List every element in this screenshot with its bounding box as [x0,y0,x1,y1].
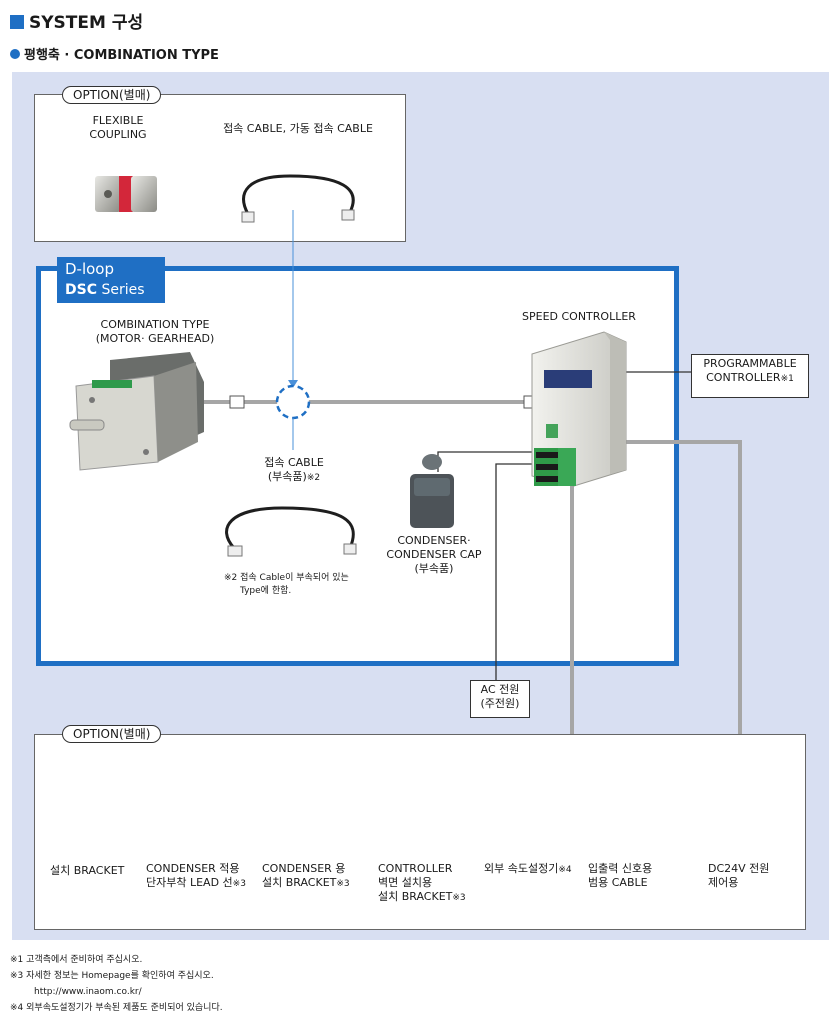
option-item-label: CONDENSER 적용 [146,862,240,875]
option-item-bracket: 설치 BRACKET [50,864,124,878]
badge-brand: DSC [65,282,97,298]
accessory-cable-line1: 접속 CABLE [264,456,324,469]
page-title-text: SYSTEM 구성 [29,13,144,33]
bullet-dot-icon [10,49,20,59]
option-item-label: CONDENSER 용 [262,862,346,875]
option-item-label: CONTROLLER [378,862,453,875]
option-item-label: 설치 BRACKET [262,876,337,889]
title-square-icon [10,15,24,29]
condenser-line3: (부속품) [414,562,454,575]
condenser-line2: CONDENSER CAP [386,548,482,561]
footnote-3: ※3 자세한 정보는 Homepage를 확인하여 주십시오. [10,971,214,981]
option-item-label: 설치 BRACKET [50,864,125,877]
condenser-line [437,451,532,472]
cable-note-line2: Type에 한함. [240,586,292,596]
condenser-label: CONDENSER·CONDENSER CAP(부속품) [364,534,504,576]
flexible-coupling-label-line2: COUPLING [89,128,147,141]
option-item-label: DC24V 전원 [708,862,770,875]
accessory-cable-label: 접속 CABLE(부속품)※2 [246,456,342,485]
option-item-mark: ※3 [232,879,246,889]
arrow-down-icon [288,380,298,388]
plc-line2: CONTROLLER [706,371,781,384]
option-item-label: 입출력 신호용 [588,862,653,875]
combination-label-line1: COMBINATION TYPE [100,318,210,331]
option-bottom-tag: OPTION(별매) [62,725,162,743]
option-item-label: 벽면 설치용 [378,876,433,889]
motor-connector-icon [229,395,245,409]
combination-type-label: COMBINATION TYPE(MOTOR· GEARHEAD) [70,318,240,346]
connection-cable-label: 접속 CABLE, 가동 접속 CABLE [223,122,373,135]
flexible-coupling-image [95,176,157,212]
option-item-label: 범용 CABLE [588,876,648,889]
page-subtitle-text: 평행축 · COMBINATION TYPE [24,48,219,63]
footnote-url: http://www.inaom.co.kr/ [34,987,142,997]
motor-image [69,352,204,471]
top-cable-image [242,174,355,215]
flexible-coupling-label-line1: FLEXIBLE [92,114,144,127]
ac-power-line2: (주전원) [480,697,520,710]
option-item-label: 단자부착 LEAD 선 [146,876,233,889]
footnotes: ※1 고객측에서 준비하여 주십시오. ※3 자세한 정보는 Homepage를… [10,952,223,1016]
cable-note-line1: ※2 접속 Cable이 부속되어 있는 [224,573,349,583]
dc24v-wire [620,440,742,790]
ac-power-line [495,463,532,680]
option-item-mark: ※3 [452,893,466,903]
connection-point-circle [275,384,311,420]
accessory-cable-image [225,506,355,550]
option-item-label: 제어용 [708,876,739,889]
accessory-cable-line2: (부속품) [267,470,307,483]
badge-series: Series [101,282,145,298]
combination-label-line2: (MOTOR· GEARHEAD) [95,332,215,345]
controller-connector-icon [523,395,533,409]
condenser-line1: CONDENSER· [397,534,471,547]
option-item-mark: ※4 [558,865,572,875]
plc-mark: ※1 [780,374,794,384]
speed-controller-label: SPEED CONTROLLER [522,310,636,323]
plc-line1: PROGRAMMABLE [703,357,797,370]
dsc-series-badge: D-loop DSC Series [57,257,165,303]
footnote-4: ※4 외부속도설정기가 부속된 제품도 준비되어 있습니다. [10,1003,223,1013]
accessory-cable-mark: ※2 [306,473,321,483]
ac-power-line1: AC 전원 [480,683,520,696]
badge-dloop: D-loop [65,260,115,278]
speed-controller-image [531,331,627,487]
option-item-label: 설치 BRACKET [378,890,453,903]
option-item-label: 외부 속도설정기 [484,862,559,875]
option-item-speed-setter: 외부 속도설정기※4 [484,862,572,877]
page-subtitle: 평행축 · COMBINATION TYPE [10,44,219,63]
condenser-image [410,454,454,528]
ac-power-box: AC 전원(주전원) [470,680,530,718]
option-item-mark: ※3 [336,879,350,889]
option-bottom-box [34,734,806,930]
page-title: SYSTEM 구성 [10,8,143,33]
option-top-tag: OPTION(별매) [62,86,162,104]
footnote-1: ※1 고객측에서 준비하여 주십시오. [10,955,143,965]
accessory-cable-note: ※2 접속 Cable이 부속되어 있는 Type에 한함. [224,572,384,598]
